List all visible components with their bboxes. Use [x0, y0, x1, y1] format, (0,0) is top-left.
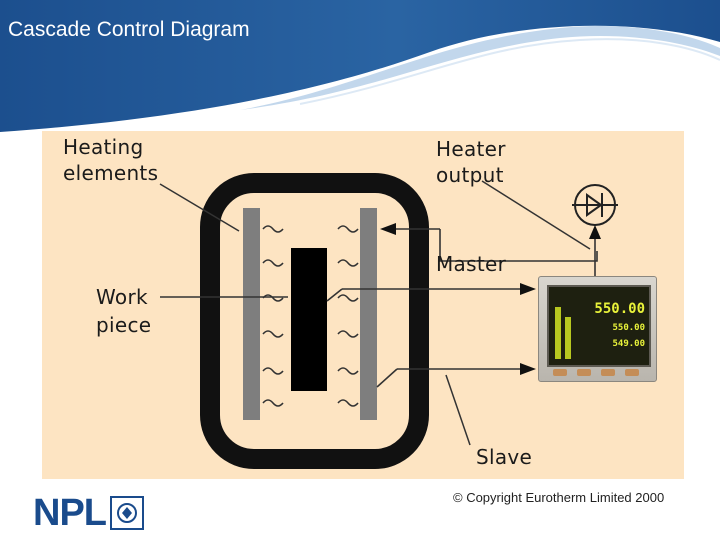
heater-output-label-2: output [436, 163, 504, 187]
controller-value-third: 549.00 [612, 339, 645, 349]
heat-waves-left [262, 225, 284, 407]
master-label: Master [436, 252, 507, 276]
slave-pointer [445, 374, 471, 446]
heater-output-line [439, 229, 598, 262]
heat-waves-right [337, 225, 359, 407]
heating-element-left [243, 208, 260, 420]
heater-output-pointer [481, 180, 591, 250]
npl-emblem-icon [110, 496, 144, 530]
controller-button-2 [577, 369, 591, 376]
slide-title: Cascade Control Diagram [8, 18, 250, 41]
controller-value-main: 550.00 [594, 301, 645, 317]
cascade-diagram [159, 173, 618, 469]
controller-button-1 [553, 369, 567, 376]
work-piece [291, 248, 327, 391]
master-arrow [520, 283, 536, 295]
furnace-wall [200, 173, 429, 469]
npl-logo-text: NPL [33, 492, 107, 534]
master-line [326, 288, 343, 302]
heating-elements-label-1: Heating [63, 135, 144, 159]
heater-output-label-1: Heater [436, 137, 506, 161]
header-band [0, 0, 720, 132]
slave-arrow [520, 363, 536, 375]
controller-button-4 [625, 369, 639, 376]
heating-elements-pointer [159, 183, 240, 232]
controller-display: 550.00 550.00 549.00 [547, 285, 651, 367]
thyristor-feed-arrow [589, 225, 601, 239]
npl-logo: NPL [33, 494, 144, 532]
heating-elements-label-2: elements [63, 161, 159, 185]
temperature-controller: 550.00 550.00 549.00 [538, 276, 657, 382]
controller-bar-1 [555, 307, 561, 359]
heater-feed-arrow [380, 223, 396, 235]
work-piece-label-2: piece [96, 313, 152, 337]
heating-element-right [360, 208, 377, 420]
controller-value-second: 550.00 [612, 323, 645, 333]
slave-label: Slave [476, 445, 533, 469]
work-piece-label-1: Work [96, 285, 148, 309]
copyright-notice: © Copyright Eurotherm Limited 2000 [453, 490, 665, 505]
slave-line [376, 368, 398, 388]
controller-button-3 [601, 369, 615, 376]
controller-bar-2 [565, 317, 571, 359]
